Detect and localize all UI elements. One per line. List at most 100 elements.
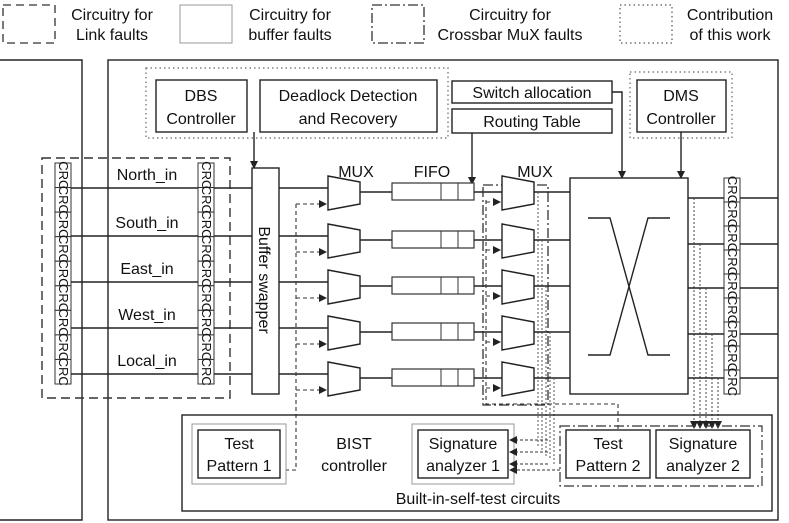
routing-table-label: Routing Table	[483, 114, 581, 131]
signature-analyzer-1-line1: Signature	[429, 436, 498, 453]
crc-mid-label: CRC	[199, 210, 214, 238]
crc-left-label: CRC	[56, 210, 71, 238]
crc-mid-label: CRC	[199, 333, 214, 361]
fifo-buffer	[391, 182, 475, 201]
legend-buffer-line2: buffer faults	[248, 27, 331, 44]
output-mux	[501, 175, 535, 211]
test-pattern-1-block	[197, 429, 281, 479]
test-pattern-2-line2: Pattern 2	[576, 458, 641, 475]
crc-right-label: CRC	[725, 344, 740, 372]
test-pattern-1-line1: Test	[224, 436, 254, 453]
crc-left-cell	[54, 358, 72, 385]
fifo-label: FIFO	[414, 164, 450, 181]
buffer-swapper-label: Buffer swapper	[255, 226, 272, 334]
port-label: South_in	[115, 215, 178, 232]
switch-allocation-label: Switch allocation	[472, 85, 591, 102]
input-mux	[327, 223, 361, 259]
crc-left-label: CRC	[56, 235, 71, 263]
input-mux	[327, 175, 361, 211]
input-mux	[327, 269, 361, 305]
input-mux	[327, 315, 361, 351]
neighbor-router-frame	[0, 59, 83, 521]
crc-mid-label: CRC	[199, 186, 214, 214]
crc-left-label: CRC	[56, 186, 71, 214]
crc-mid-label: CRC	[199, 309, 214, 337]
mux-right-label: MUX	[517, 164, 553, 181]
legend: Circuitry for Link faults Circuitry for …	[2, 4, 773, 44]
legend-crossbar-line2: Crossbar MuX faults	[438, 27, 583, 44]
fifo-buffer	[391, 276, 475, 295]
crc-right-label: CRC	[725, 320, 740, 348]
test-pattern-2-line1: Test	[593, 436, 623, 453]
crc-right-label: CRC	[725, 248, 740, 276]
test-pattern-1-line2: Pattern 1	[207, 458, 272, 475]
test-pattern-2-block	[565, 429, 651, 479]
contribution-region-top	[145, 67, 449, 139]
switch-allocation-arrow	[612, 91, 626, 179]
crc-right-label: CRC	[725, 176, 740, 204]
legend-swatch-contribution	[619, 4, 673, 44]
datapath	[279, 175, 619, 471]
port-label: East_in	[120, 261, 173, 278]
buffer-swapper-block	[251, 167, 280, 395]
deadlock-recovery-block	[259, 79, 438, 133]
test-pattern-1-bus	[286, 204, 297, 471]
test-pattern-2-bus	[485, 200, 619, 430]
legend-swatch-link	[2, 4, 56, 44]
fifo-buffer	[391, 230, 475, 249]
crc-left-label: CRC	[56, 284, 71, 312]
crc-right-label: CRC	[725, 296, 740, 324]
bist-region	[181, 414, 773, 512]
crc-right-cell	[723, 369, 741, 395]
crc-mid-cell	[197, 358, 215, 385]
legend-link-line2: Link faults	[76, 27, 148, 44]
dbs-controller-line2: Controller	[166, 111, 236, 128]
bist-crossbar-fault-region	[559, 425, 763, 487]
bist-wires	[509, 436, 560, 474]
bist-controller-line2: controller	[321, 458, 387, 475]
crc-right-label: CRC	[725, 200, 740, 228]
crc-mid-label: CRC	[199, 259, 214, 287]
output-mux	[501, 269, 535, 305]
crc-right-label: CRC	[725, 272, 740, 300]
signature-analyzer-2-block	[655, 429, 751, 479]
legend-contrib-line1: Contribution	[687, 7, 773, 24]
fifo-buffer	[391, 368, 475, 387]
signature-analyzer-2-line2: analyzer 2	[666, 458, 740, 475]
crc-left-label: CRC	[56, 333, 71, 361]
output-mux	[501, 315, 535, 351]
deadlock-line2: and Recovery	[299, 111, 398, 128]
contribution-region-dms	[629, 71, 733, 139]
crossbar-path-b	[588, 217, 670, 356]
link-fault-region	[41, 157, 231, 399]
crc-mid-label: CRC	[199, 358, 214, 386]
bist-controller-line1: BIST	[336, 436, 372, 453]
input-mux	[327, 361, 361, 397]
output-port-lines	[688, 197, 778, 429]
legend-buffer-line1: Circuitry for	[249, 7, 331, 24]
routing-table-block	[451, 108, 613, 134]
port-label: Local_in	[117, 353, 177, 370]
legend-swatch-buffer	[179, 4, 233, 44]
crc-mid-label: CRC	[199, 161, 214, 189]
crc-left-label: CRC	[56, 259, 71, 287]
legend-link-line1: Circuitry for	[71, 7, 153, 24]
crc-right-label: CRC	[725, 368, 740, 396]
crc-mid-label: CRC	[199, 284, 214, 312]
fifo-buffer	[391, 322, 475, 341]
router-frame	[107, 59, 779, 521]
signature-analyzer-1-block	[417, 429, 509, 479]
crc-right-label: CRC	[725, 224, 740, 252]
bist-caption: Built-in-self-test circuits	[396, 491, 560, 508]
dbs-controller-line1: DBS	[185, 88, 218, 105]
test-pattern-1-frame	[191, 423, 287, 485]
crc-mid-label: CRC	[199, 235, 214, 263]
signature-analyzer-2-line1: Signature	[669, 436, 738, 453]
crc-left-label: CRC	[56, 309, 71, 337]
crc-left-label: CRC	[56, 358, 71, 386]
